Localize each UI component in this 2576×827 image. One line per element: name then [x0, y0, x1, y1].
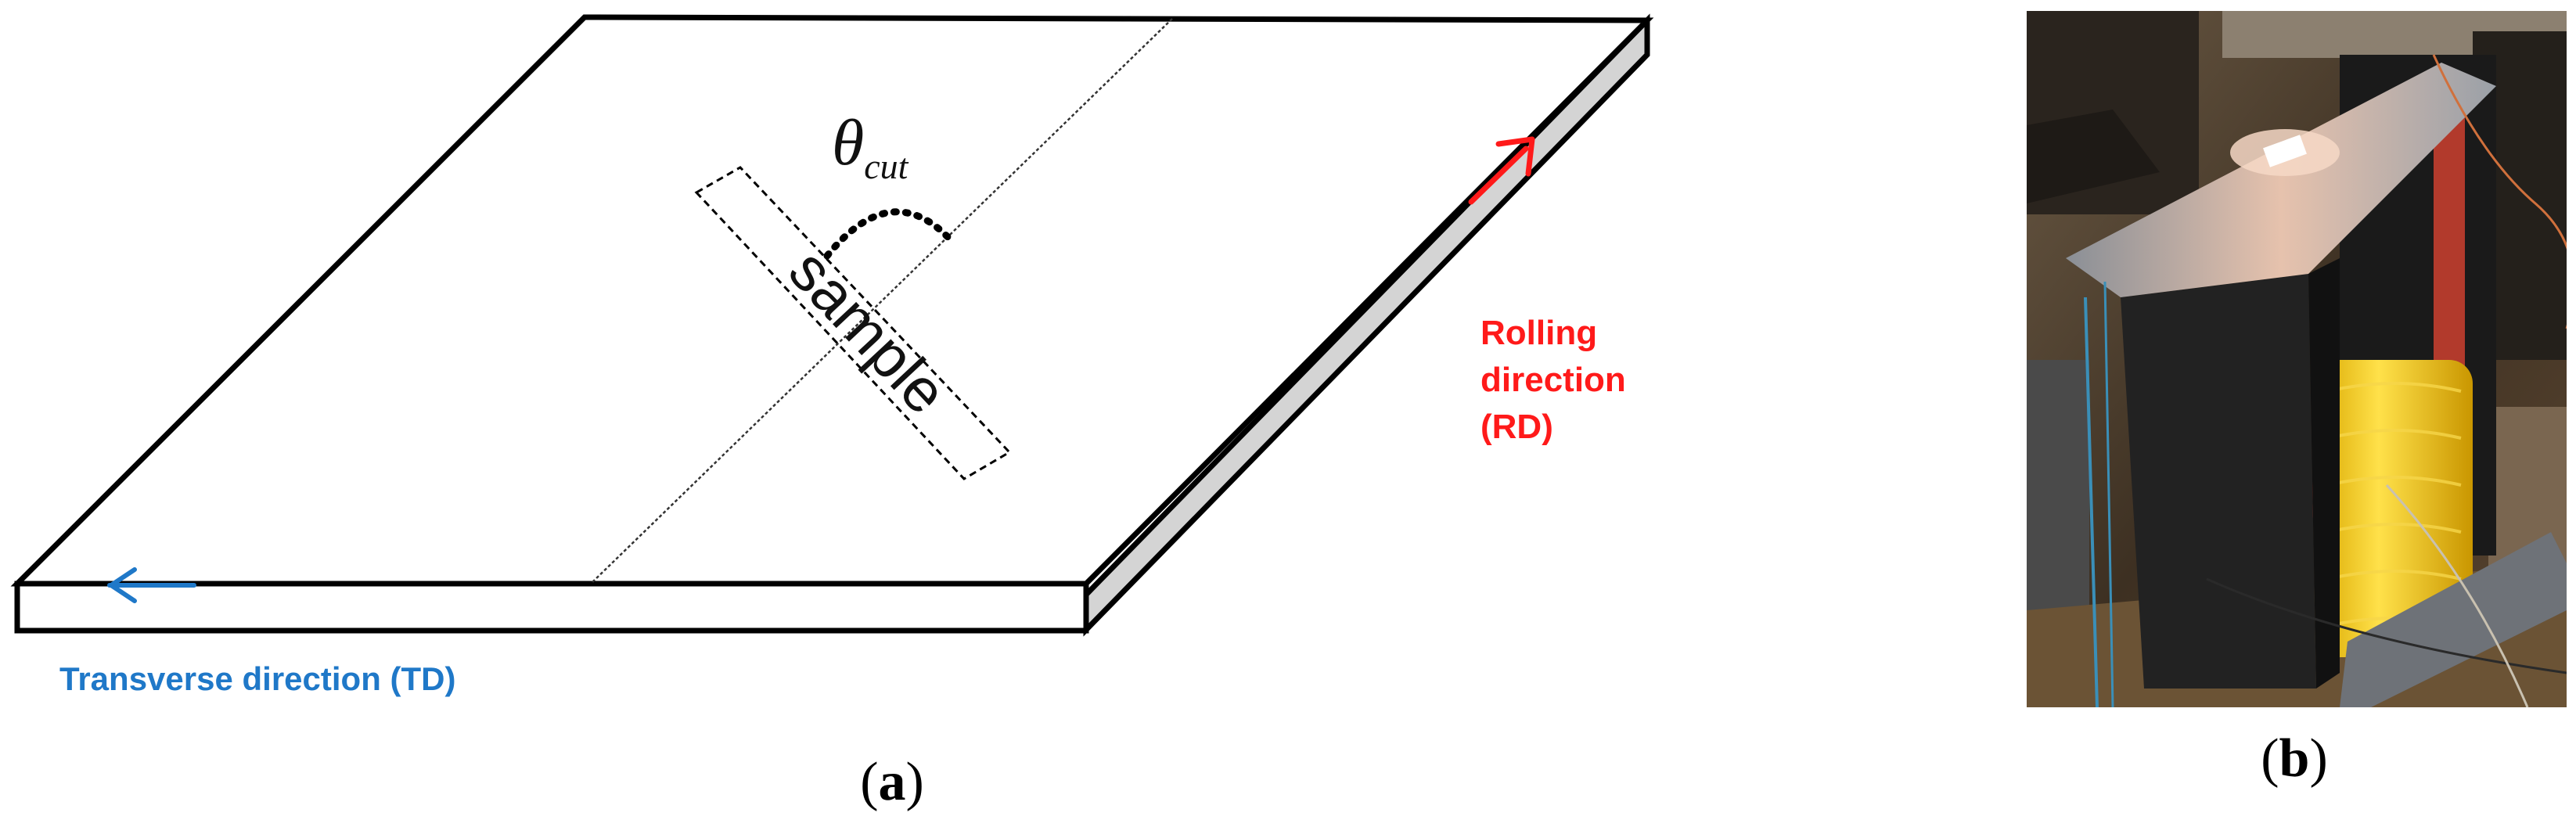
sheet-top-face — [10, 14, 1654, 587]
td-arrow-icon — [107, 567, 196, 603]
theta-cut-label: θcut — [832, 106, 909, 186]
angle-arc — [823, 208, 955, 260]
sample-outline — [694, 166, 1012, 480]
transverse-direction-label: Transverse direction (TD) — [59, 660, 455, 697]
rd-arrow-icon — [1468, 136, 1535, 205]
panel-a-diagram: sample θcut Rolling direction (RD) Trans… — [10, 13, 1654, 697]
panel-b-photo — [2027, 11, 2567, 707]
panel-b-label: (b) — [2261, 728, 2328, 789]
panel-a-label: (a) — [860, 752, 924, 812]
sheet-front-edge — [14, 581, 1089, 634]
reference-line — [590, 18, 1173, 584]
rolling-direction-label: Rolling direction (RD) — [1480, 314, 1635, 446]
